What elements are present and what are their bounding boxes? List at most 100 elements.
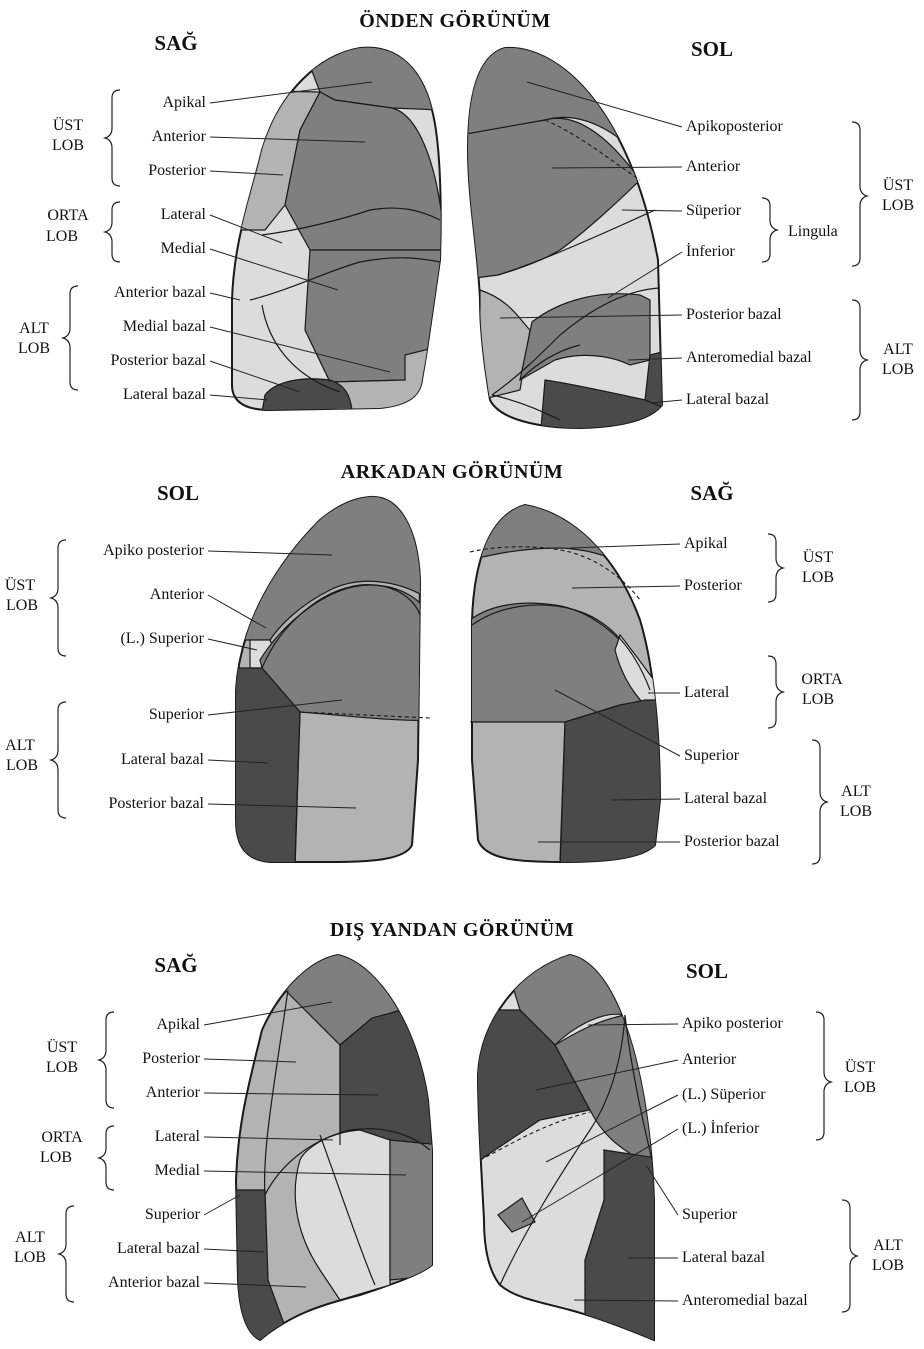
label-medial: Medial (161, 240, 207, 257)
label-lateral: Lateral (684, 684, 730, 701)
label-apicoposterior: Apikoposterior (686, 118, 784, 135)
label-anterior: Anterior (146, 1084, 201, 1101)
label-lateral-basal: Lateral bazal (123, 386, 207, 403)
label-anterior: Anterior (682, 1051, 737, 1068)
lobe-lower-1: ALT (841, 783, 871, 800)
lobe-middle-2: LOB (802, 691, 834, 708)
lobe-lower-1: ALT (5, 737, 35, 754)
lobe-upper-2: LOB (6, 597, 38, 614)
side-label-left-lung: SOL (691, 37, 733, 61)
lobe-lower-2: LOB (6, 757, 38, 774)
label-medial-basal: Medial bazal (123, 318, 207, 335)
segment-lateral-basal (560, 700, 670, 870)
brace-lower-lobe (63, 286, 78, 390)
label-apical: Apikal (156, 1016, 200, 1033)
brace-upper-lobe (816, 1012, 831, 1140)
brace-upper-lobe (105, 90, 120, 186)
lobe-lower-1: ALT (15, 1229, 45, 1246)
label-posterior-basal: Posterior bazal (686, 306, 782, 323)
lobe-upper-2: LOB (844, 1079, 876, 1096)
label-anterior-basal: Anterior bazal (108, 1274, 201, 1291)
lobe-upper-2: LOB (46, 1059, 78, 1076)
label-anteromedial-basal: Anteromedial bazal (686, 349, 812, 366)
section-title-posterior: ARKADAN GÖRÜNÜM (341, 460, 563, 483)
side-label-right-lung: SAĞ (690, 481, 733, 505)
lobe-upper-2: LOB (802, 569, 834, 586)
brace-middle-lobe (768, 656, 783, 728)
side-label-left-lung: SOL (686, 959, 728, 983)
label-superior: Süperior (686, 202, 742, 219)
label-lateral: Lateral (161, 206, 207, 223)
lobe-middle-2: LOB (40, 1149, 72, 1166)
side-label-left-lung: SOL (157, 481, 199, 505)
brace-lower-lobe (51, 702, 66, 818)
label-apicoposterior: Apiko posterior (103, 542, 205, 559)
lung-left-lateral (470, 945, 670, 1349)
lung-right-posterior (470, 495, 670, 870)
lobe-lower-2: LOB (840, 803, 872, 820)
brace-upper-lobe (51, 540, 66, 656)
label-apikal: Apikal (162, 94, 206, 111)
brace-lower-lobe (812, 740, 827, 864)
brace-lower-lobe (852, 300, 867, 420)
lobe-lower-1: ALT (19, 320, 49, 337)
lobe-middle-1: ORTA (41, 1129, 83, 1146)
brace-upper-lobe (99, 1012, 114, 1108)
label-inferior: İnferior (686, 242, 736, 260)
section-title-lateral: DIŞ YANDAN GÖRÜNÜM (330, 918, 574, 941)
label-posterior-basal: Posterior bazal (110, 352, 206, 369)
brace-middle-lobe (105, 202, 120, 262)
brace-lower-lobe (842, 1200, 857, 1312)
label-apicoposterior: Apiko posterior (682, 1015, 784, 1032)
section-title-anterior: ÖNDEN GÖRÜNÜM (359, 9, 551, 32)
lobe-lower-2: LOB (882, 361, 914, 378)
lobe-lower-2: LOB (18, 340, 50, 357)
lobe-middle-2: LOB (46, 228, 78, 245)
label-posterior-basal: Posterior bazal (684, 833, 780, 850)
brace-upper-lobe (852, 122, 867, 266)
label-superior: Superior (682, 1206, 738, 1223)
label-lingular-superior: (L.) Superior (120, 630, 204, 647)
label-lingular-inferior: (L.) İnferior (682, 1119, 760, 1137)
label-lateral-basal: Lateral bazal (684, 790, 768, 807)
lobe-upper-1: ÜST (5, 576, 35, 594)
side-label-right-lung: SAĞ (154, 31, 197, 55)
label-medial: Medial (155, 1162, 201, 1179)
lobe-middle-1: ORTA (47, 207, 89, 224)
label-posterior: Posterior (148, 162, 206, 179)
label-posterior: Posterior (142, 1050, 200, 1067)
lobe-lower-1: ALT (873, 1237, 903, 1254)
label-lingular-superior: (L.) Süperior (682, 1086, 766, 1103)
label-anterior: Anterior (152, 128, 207, 145)
label-posterior-basal: Posterior bazal (108, 795, 204, 812)
lobe-lower-2: LOB (14, 1249, 46, 1266)
lung-left-anterior (460, 40, 670, 440)
label-anterior: Anterior (150, 586, 205, 603)
lobe-lower-2: LOB (872, 1257, 904, 1274)
lobe-upper-2: LOB (882, 197, 914, 214)
label-lateral-basal: Lateral bazal (686, 391, 770, 408)
label-superior: Superior (149, 706, 205, 723)
label-lingula: Lingula (788, 223, 838, 240)
lobe-upper-2: LOB (52, 137, 84, 154)
lung-right-lateral (228, 945, 440, 1340)
brace-middle-lobe (99, 1126, 114, 1190)
label-apical: Apikal (684, 535, 728, 552)
label-superior: Superior (145, 1206, 201, 1223)
label-lateral-basal: Lateral bazal (121, 751, 205, 768)
label-lateral: Lateral (155, 1128, 201, 1145)
brace-lingula (762, 198, 777, 262)
lobe-upper-1: ÜST (803, 548, 833, 566)
lobe-lower-1: ALT (883, 341, 913, 358)
lobe-upper-1: ÜST (47, 1038, 77, 1056)
lobe-upper-1: ÜST (845, 1058, 875, 1076)
label-lateral-basal: Lateral bazal (682, 1249, 766, 1266)
label-anterior-basal: Anterior bazal (114, 284, 207, 301)
lobe-upper-1: ÜST (883, 176, 913, 194)
brace-upper-lobe (768, 534, 783, 602)
label-posterior: Posterior (684, 577, 742, 594)
label-lateral-basal: Lateral bazal (117, 1240, 201, 1257)
lobe-upper-1: ÜST (53, 116, 83, 134)
label-anterior: Anterior (686, 158, 741, 175)
